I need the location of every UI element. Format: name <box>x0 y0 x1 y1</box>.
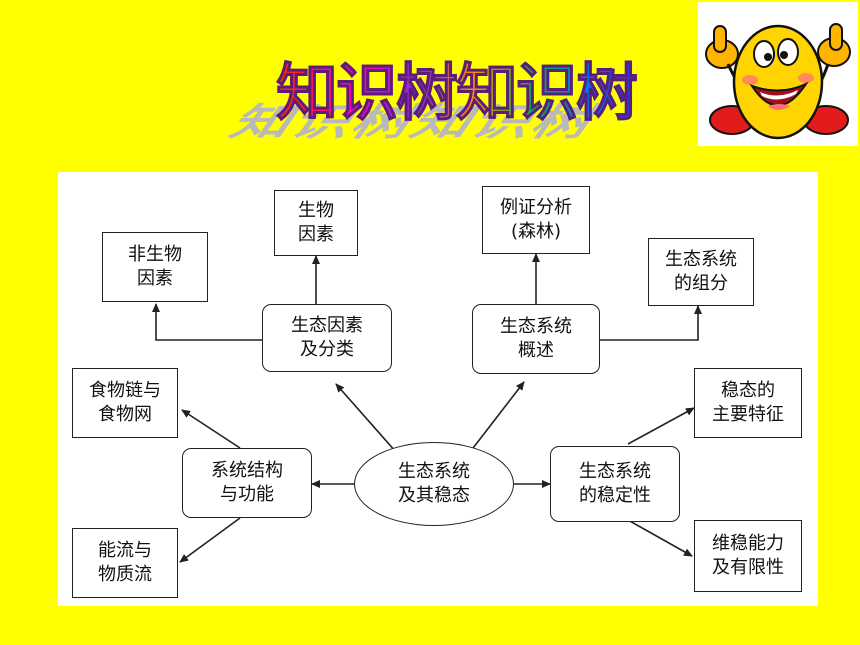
node-foodweb: 食物链与 食物网 <box>72 368 178 438</box>
mascot-image <box>698 2 858 146</box>
node-factors: 生态因素 及分类 <box>262 304 392 372</box>
node-features: 稳态的 主要特征 <box>694 368 802 438</box>
node-center: 生态系统 及其稳态 <box>354 442 514 526</box>
page-title: 知识树知识树 <box>275 42 638 132</box>
arrow-stability-to-features <box>627 407 695 445</box>
arrow-overview-to-composition <box>600 305 702 341</box>
knowledge-tree-panel: 生态系统 及其稳态 生态因素 及分类 生物 因素 非生物 因素 生态系统 概述 … <box>58 172 818 606</box>
node-overview: 生态系统 概述 <box>472 304 600 374</box>
node-composition: 生态系统 的组分 <box>648 238 754 306</box>
arrow-structure-to-energy <box>179 517 241 563</box>
arrow-structure-to-foodweb <box>181 409 241 449</box>
node-energy: 能流与 物质流 <box>72 528 178 598</box>
node-stability: 生态系统 的稳定性 <box>550 446 680 522</box>
right-thumb-icon <box>817 23 851 67</box>
node-structure: 系统结构 与功能 <box>182 448 312 518</box>
left-thumb-icon <box>705 25 739 69</box>
node-capacity: 维稳能力 及有限性 <box>694 520 802 592</box>
arrow-center-to-factors <box>335 383 397 453</box>
arrow-center-to-overview <box>469 381 525 453</box>
title-area: 知识树知识树 知识树知识树 <box>220 28 638 148</box>
arrow-stability-to-capacity <box>627 519 693 557</box>
arrow-factors-to-abiotic <box>152 303 262 341</box>
node-example: 例证分析 (森林) <box>482 186 590 254</box>
node-biotic: 生物 因素 <box>274 190 358 256</box>
diagram-arrows <box>152 253 702 563</box>
node-abiotic: 非生物 因素 <box>102 232 208 302</box>
smiling-yellow-face-thumbs-up-icon <box>705 23 851 140</box>
